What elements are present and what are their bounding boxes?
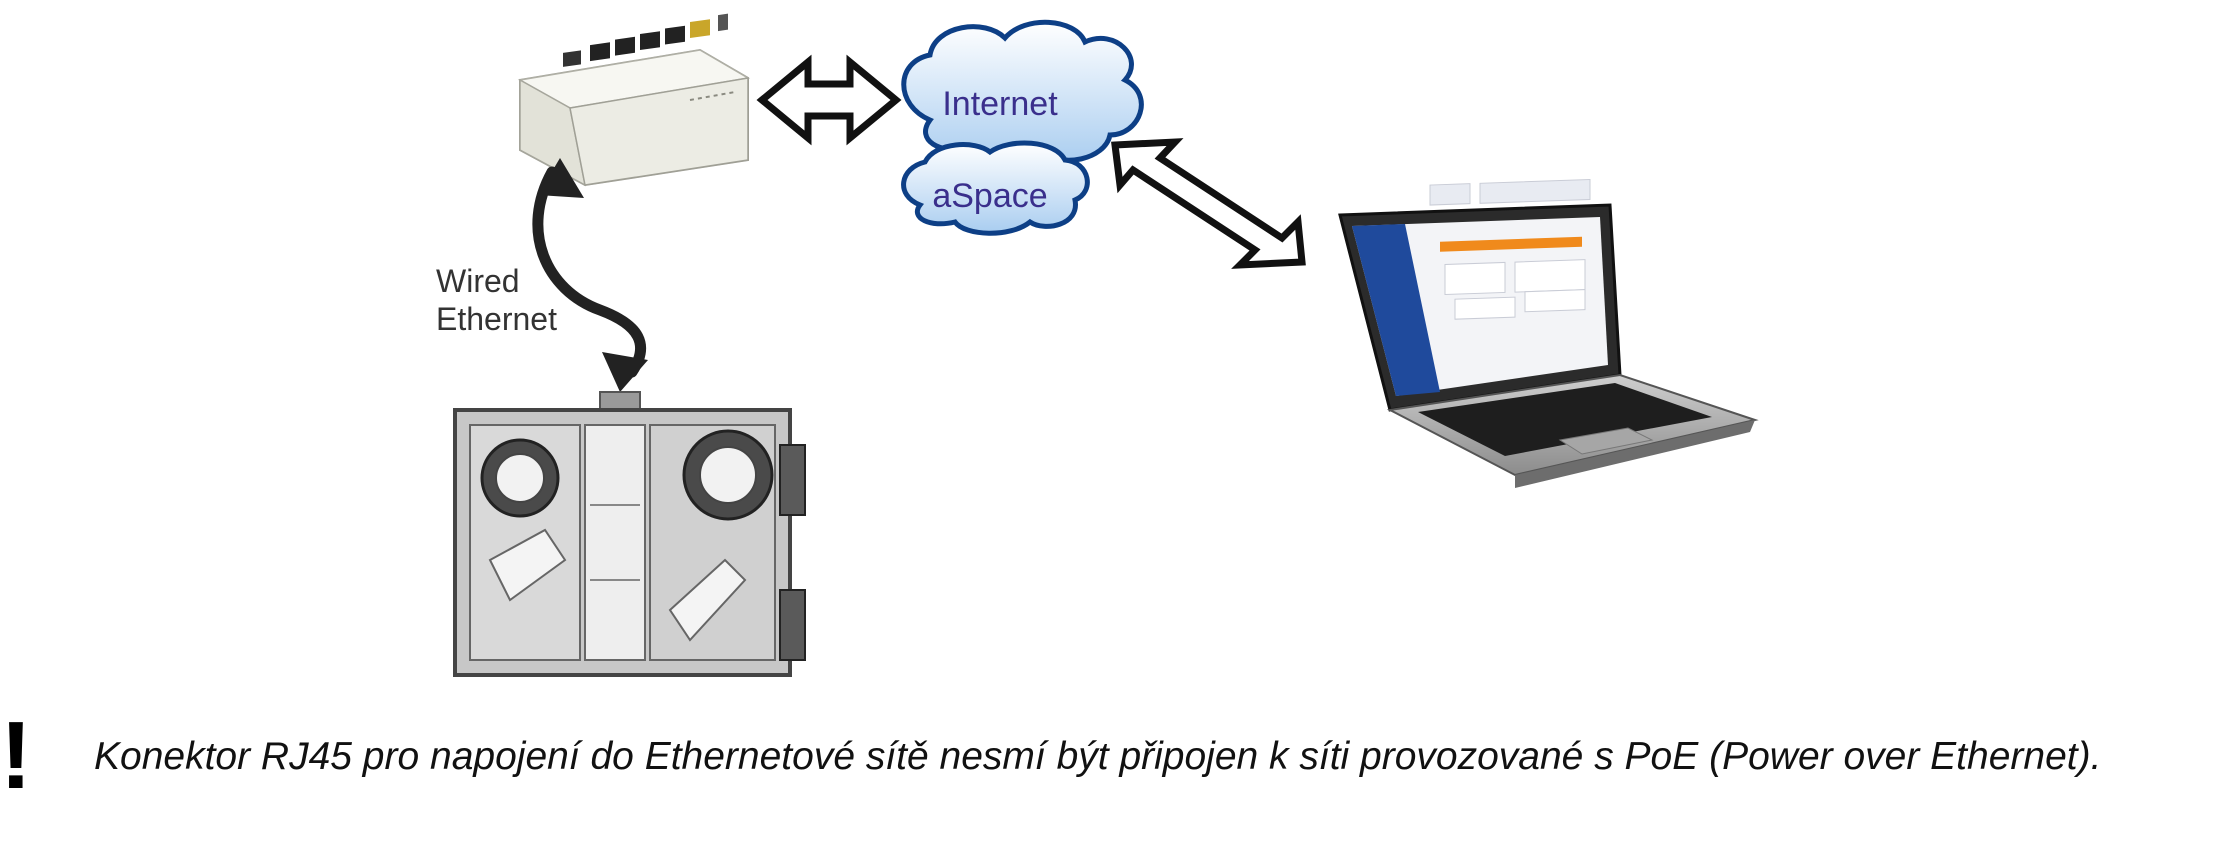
wired-label-line2: Ethernet [436,301,557,337]
cloud-internet-label: Internet [942,85,1058,123]
wired-label-line1: Wired [436,263,520,299]
ventilation-unit-image [453,391,806,677]
laptop-image [1338,178,1759,488]
cloud-aspace-label: aSpace [932,177,1047,215]
wired-ethernet-arrow [532,158,648,392]
warning-text: Konektor RJ45 pro napojení do Ethernetov… [94,735,2102,778]
double-arrow-cloud-laptop [1111,138,1306,269]
warning-icon: ! [0,702,32,809]
double-arrow-router-cloud [756,54,902,146]
router-image [517,13,751,187]
aspace-cloud: aSpace [901,140,1090,236]
internet-cloud: Internet [901,19,1144,168]
